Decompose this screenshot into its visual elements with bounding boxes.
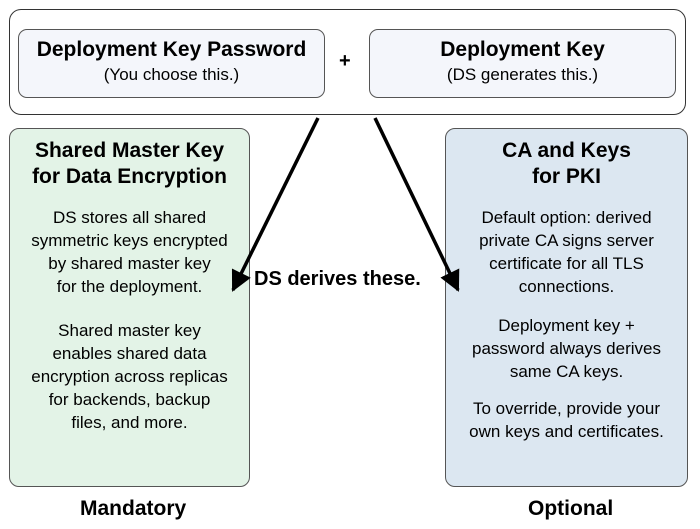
arrow-to-ca-and-keys: [373, 117, 460, 292]
ca-and-keys-panel: CA and Keys for PKI Default option: deri…: [445, 128, 688, 487]
text-line: enables shared data: [52, 344, 207, 363]
optional-label: Optional: [528, 497, 614, 520]
text-line: connections.: [518, 277, 615, 296]
shared-master-key-title-line1: Shared Master Key: [34, 139, 225, 162]
text-line: private CA signs server: [479, 231, 654, 250]
ds-derives-label: DS derives these.: [254, 268, 421, 290]
plus-sign: +: [339, 50, 351, 72]
text-line: for the deployment.: [56, 277, 203, 296]
shared-master-key-usage-text: Shared master key enables shared data en…: [10, 319, 249, 434]
shared-master-key-storage-text: DS stores all shared symmetric keys encr…: [10, 206, 249, 298]
text-line: Deployment key +: [498, 316, 635, 335]
ca-override-text: To override, provide your own keys and c…: [446, 397, 687, 443]
text-line: own keys and certificates.: [469, 422, 664, 441]
deployment-key-title: Deployment Key: [440, 38, 605, 61]
ca-derivation-text: Deployment key + password always derives…: [446, 314, 687, 383]
deployment-key-password-box: Deployment Key Password (You choose this…: [18, 29, 325, 98]
deployment-key-subtitle: (DS generates this.): [446, 65, 599, 84]
text-line: certificate for all TLS: [489, 254, 644, 273]
text-line: for backends, backup: [48, 390, 211, 409]
arrow-to-shared-master-key: [231, 117, 320, 292]
shared-master-key-title: Shared Master Key for Data Encryption: [10, 138, 249, 190]
ca-and-keys-title-line2: for PKI: [532, 165, 601, 188]
ca-and-keys-title-line1: CA and Keys: [502, 139, 631, 162]
ca-and-keys-title: CA and Keys for PKI: [446, 138, 687, 190]
text-line: encryption across replicas: [31, 367, 228, 386]
text-line: To override, provide your: [472, 399, 661, 418]
deployment-key-box: Deployment Key (DS generates this.): [369, 29, 676, 98]
mandatory-label: Mandatory: [80, 497, 187, 520]
ca-default-option-text: Default option: derived private CA signs…: [446, 206, 687, 298]
text-line: password always derives: [472, 339, 661, 358]
deployment-key-password-title: Deployment Key Password: [36, 38, 307, 61]
text-line: Default option: derived: [481, 208, 652, 227]
text-line: Shared master key: [58, 321, 201, 340]
text-line: files, and more.: [71, 413, 188, 432]
text-line: same CA keys.: [509, 362, 624, 381]
text-line: by shared master key: [48, 254, 211, 273]
shared-master-key-title-line2: for Data Encryption: [32, 165, 227, 188]
shared-master-key-panel: Shared Master Key for Data Encryption DS…: [9, 128, 250, 487]
text-line: symmetric keys encrypted: [31, 231, 228, 250]
text-line: DS stores all shared: [52, 208, 207, 227]
deployment-key-password-subtitle: (You choose this.): [103, 65, 240, 84]
